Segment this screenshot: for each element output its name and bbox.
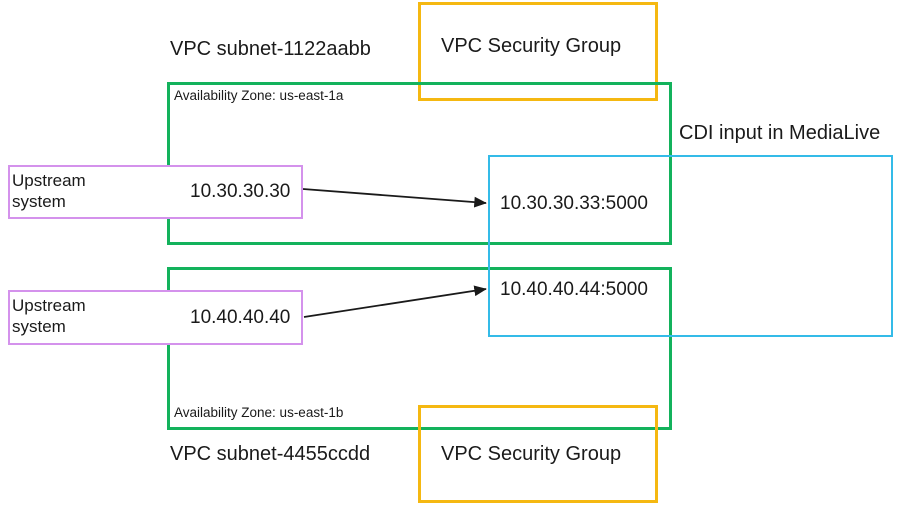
upstream-system-label-top-line1: Upstream: [12, 171, 86, 190]
source-ip-bottom: 10.40.40.40: [190, 307, 291, 328]
security-group-label-top: VPC Security Group: [441, 35, 622, 57]
availability-zone-label-top: Availability Zone: us-east-1a: [174, 88, 344, 103]
dest-endpoint-bottom: 10.40.40.44:5000: [500, 279, 648, 300]
cdi-input-box: [488, 155, 893, 337]
subnet-title-top: VPC subnet-1122aabb: [170, 38, 371, 60]
availability-zone-label-bottom: Availability Zone: us-east-1b: [174, 405, 344, 420]
cdi-input-label: CDI input in MediaLive: [679, 122, 881, 144]
security-group-box-top: [418, 2, 658, 101]
upstream-system-label-bottom: Upstream system: [12, 295, 86, 338]
upstream-system-label-top-line2: system: [12, 192, 66, 212]
upstream-system-label-bottom-line1: Upstream: [12, 296, 86, 315]
security-group-box-bottom: [418, 405, 658, 503]
upstream-system-box-top: [8, 165, 303, 219]
security-group-label-bottom: VPC Security Group: [441, 443, 622, 465]
upstream-system-label-top: Upstream system: [12, 170, 86, 213]
upstream-system-box-bottom: [8, 290, 303, 345]
dest-endpoint-top: 10.30.30.33:5000: [500, 193, 648, 214]
source-ip-top: 10.30.30.30: [190, 181, 291, 202]
subnet-title-bottom: VPC subnet-4455ccdd: [170, 443, 371, 465]
upstream-system-label-bottom-line2: system: [12, 317, 66, 337]
subnet-box-top: [167, 82, 672, 245]
